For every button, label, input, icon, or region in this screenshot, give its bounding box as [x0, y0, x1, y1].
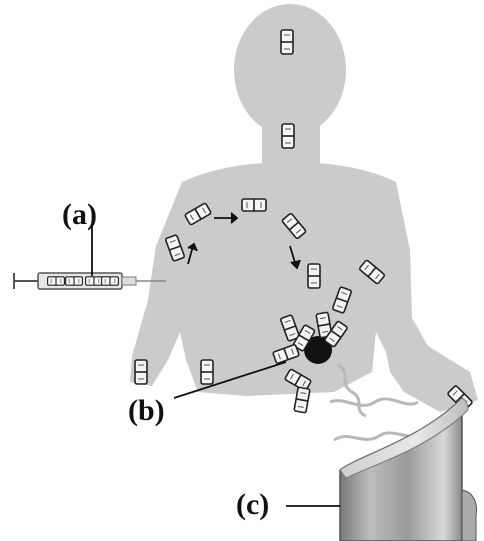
label-c: (c) — [236, 488, 269, 521]
nanoparticle-neck — [282, 124, 294, 148]
label-b: (b) — [128, 394, 165, 427]
nanoparticle-chest-2 — [242, 199, 266, 211]
syringe — [14, 273, 166, 289]
magnet-device — [340, 398, 476, 541]
nanoparticle-chest-5 — [308, 264, 320, 288]
nanoparticle-waist — [201, 360, 213, 384]
nanoparticle-hand-left — [135, 360, 147, 384]
label-a: (a) — [62, 198, 97, 231]
nanoparticle-head — [281, 30, 293, 54]
